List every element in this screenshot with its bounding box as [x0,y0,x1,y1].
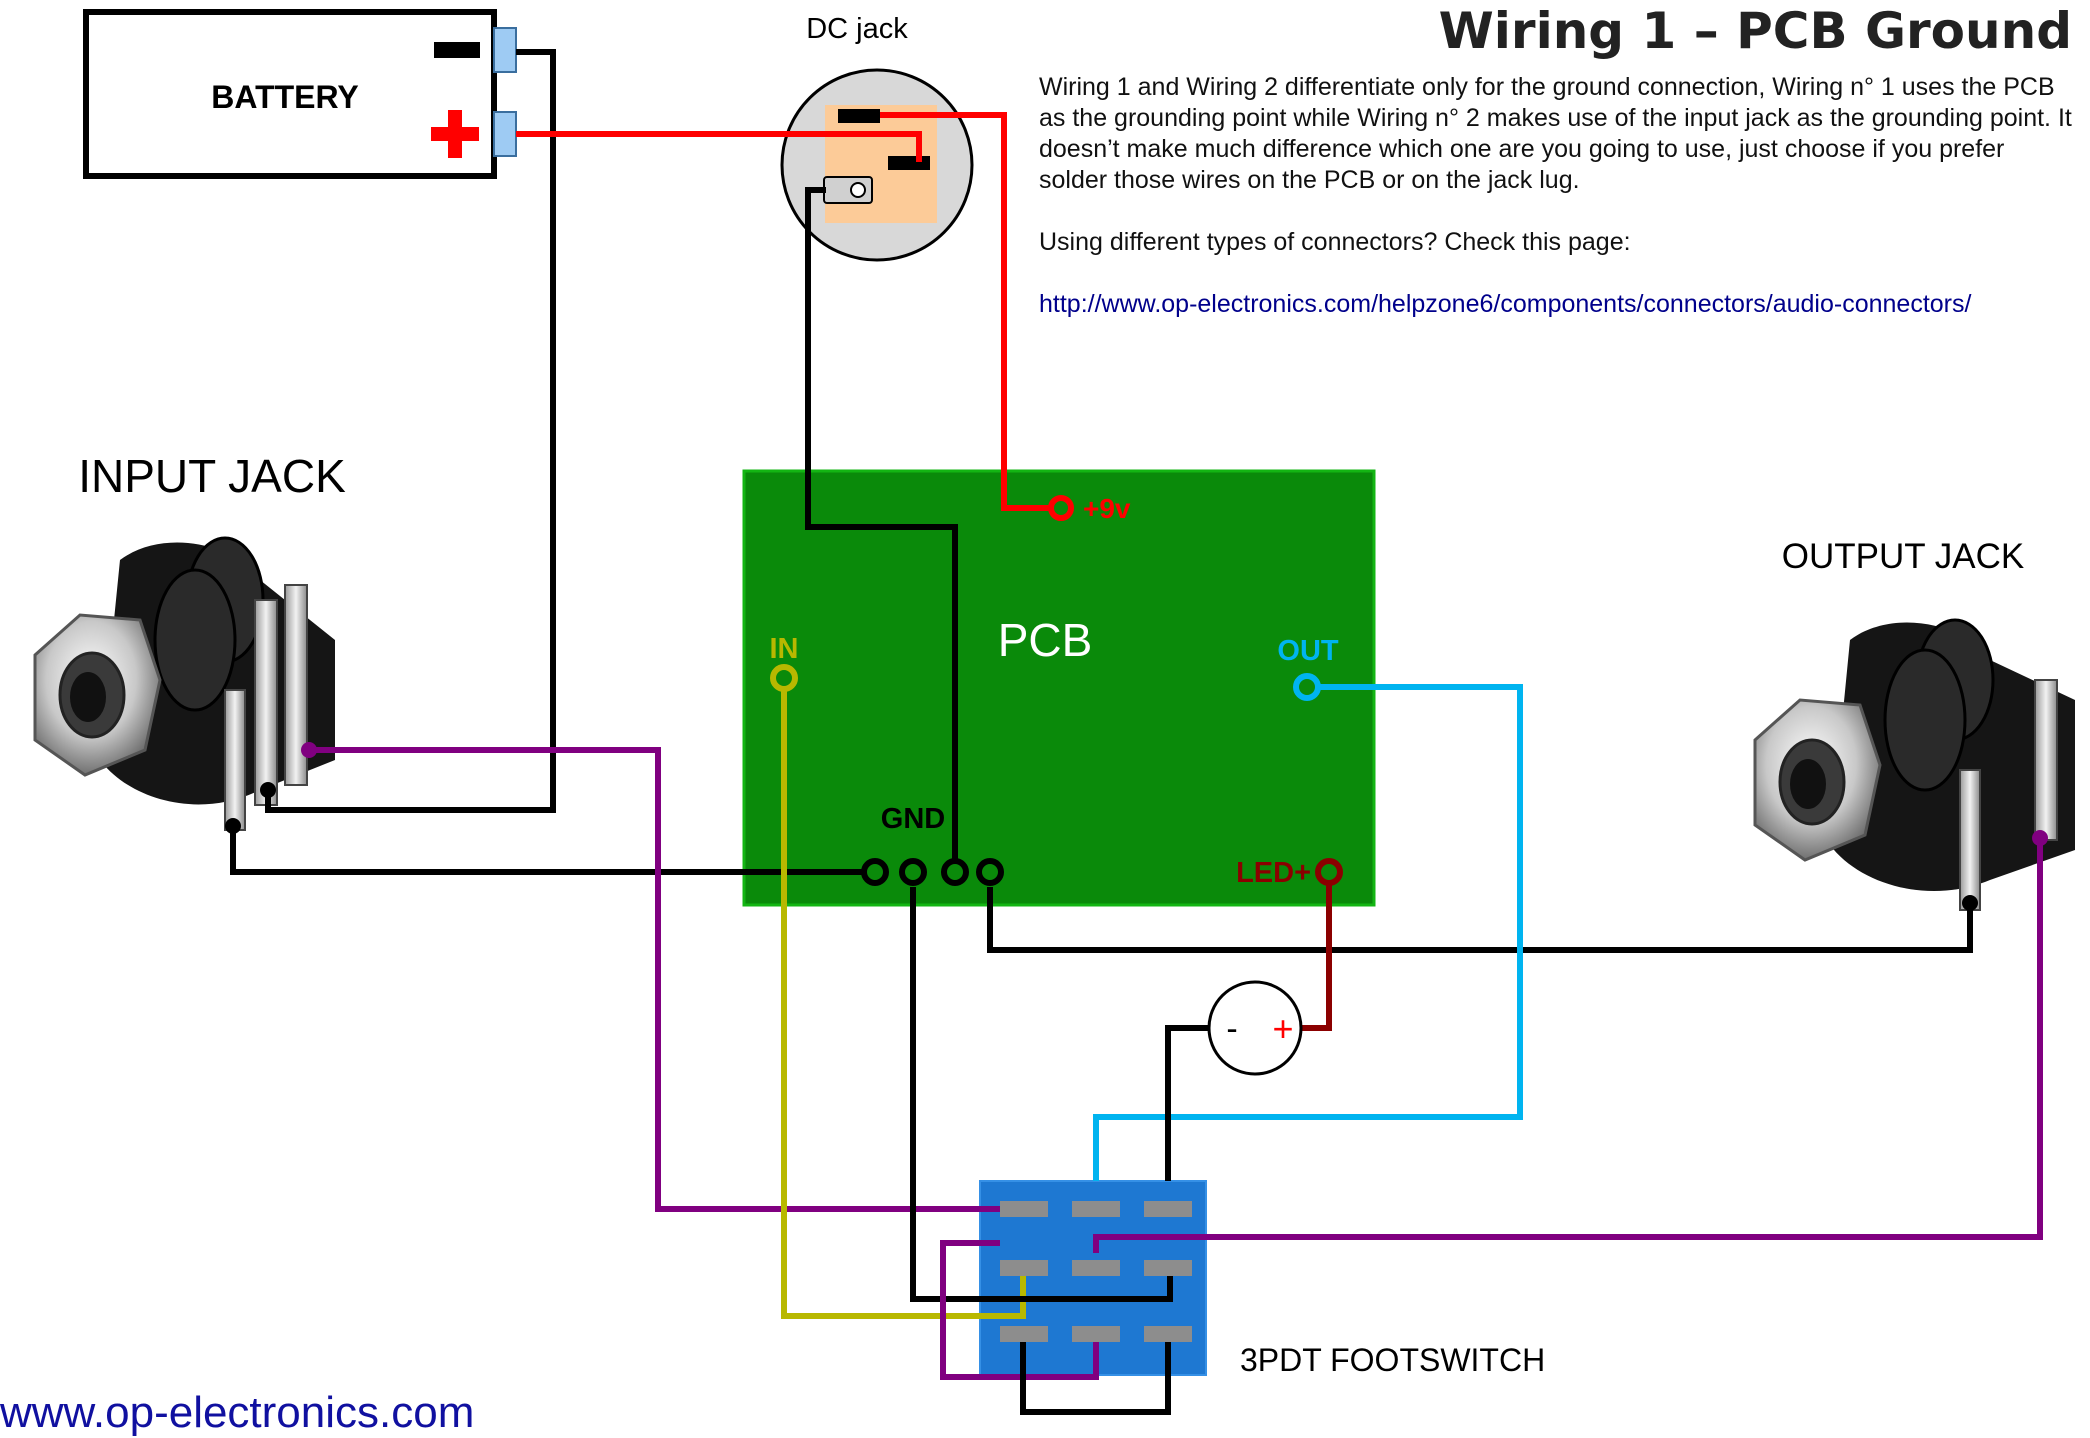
dc-jack-pin [888,156,930,170]
led: - + [1207,980,1303,1076]
dc-jack-pin [838,109,880,123]
output-jack-label: OUTPUT JACK [1782,537,2024,576]
pcb-led-label: LED+ [1236,857,1311,889]
battery-body [83,9,497,179]
output-jack-lug [2034,679,2058,841]
input-jack-lug [284,584,308,786]
power-wire [880,112,1060,511]
description-paragraph: Wiring 1 and Wiring 2 differentiate only… [1039,73,2072,194]
power-wire [516,131,922,162]
pcb-in-label: IN [770,633,799,665]
input-signal-wire [309,747,1000,1212]
wires [230,49,2043,1415]
footswitch-lug [1072,1201,1120,1217]
pcb-pads [770,495,1343,886]
footswitch-lug [1144,1326,1192,1342]
led-plus-label: + [1272,1008,1293,1049]
footswitch-label: 3PDT FOOTSWITCH [1240,1342,1545,1378]
input-jack-sleeve-point [260,782,276,798]
output-jack-socket-hole [1790,759,1826,809]
jack-solder-points [225,742,2048,911]
input-jack: INPUT JACK [33,450,346,831]
battery-label: BATTERY [211,79,359,115]
output-jack-ring [1883,648,1967,792]
input-jack-ring [153,568,237,712]
website-footer[interactable]: www.op-electronics.com [0,1388,475,1437]
input-jack-lug [224,689,246,831]
dc-jack-label: DC jack [806,13,908,45]
pcb-9v-label: +9v [1083,493,1131,524]
pcb: PCB IN OUT GND +9v LED+ [742,469,1376,907]
pcb-gnd-pad [976,858,1004,886]
input-jack-sleeve-point [225,818,241,834]
pcb-out-pad [1293,673,1321,701]
description: Wiring 1 and Wiring 2 differentiate only… [1039,72,2079,351]
footswitch: 3PDT FOOTSWITCH [979,1180,1545,1378]
footswitch-lug [1072,1326,1120,1342]
pcb-gnd-pad [941,858,969,886]
output-wire [1093,684,1523,1181]
footswitch-lugs [1000,1201,1192,1342]
output-jack-tip-point [2032,830,2048,846]
footswitch-lug [1144,1260,1192,1276]
footswitch-lug [1000,1260,1048,1276]
pcb-in-pad [770,664,798,692]
led-minus-label: - [1226,1010,1237,1048]
pcb-gnd-pad [861,858,889,886]
input-jack-socket-hole [70,672,106,722]
led-ground-wire [1165,1025,1212,1181]
footswitch-lug [1072,1260,1120,1276]
description-paragraph: Using different types of connectors? Che… [1039,228,1631,256]
battery-negative-terminal [493,27,517,73]
battery-positive-terminal [493,111,517,157]
battery: BATTERY [83,9,517,179]
pcb-9v-pad [1048,495,1074,521]
ground-wire [805,187,958,872]
pcb-out-label: OUT [1277,635,1339,667]
output-jack-sleeve-point [1962,895,1978,911]
dc-jack-lug-hole [850,182,866,198]
ground-jumper-wire [1020,1340,1171,1415]
pcb-gnd-pad [899,858,927,886]
ground-wire [910,887,1173,1302]
input-jack-lug [254,599,278,806]
pcb-board [742,469,1376,907]
footswitch-lug [1000,1326,1048,1342]
pcb-label: PCB [998,614,1093,666]
pcb-gnd-label: GND [881,803,945,835]
output-jack: OUTPUT JACK [1753,537,2075,911]
led-wire [1298,872,1332,1031]
input-jack-label: INPUT JACK [78,450,346,502]
battery-plus-icon [448,110,462,158]
led-body [1207,980,1303,1076]
pcb-led-pad [1315,858,1343,886]
footswitch-lug [1000,1201,1048,1217]
input-jack-tip-point [301,742,317,758]
jack-signal-wire [940,1240,1099,1380]
output-jack-lug [1959,769,1981,911]
output-signal-wire [1093,840,2043,1253]
battery-minus-icon [434,42,480,58]
ground-wire [265,49,556,813]
connectors-link[interactable]: http://www.op-electronics.com/helpzone6/… [1039,290,1972,318]
page-title: Wiring 1 – PCB Ground [1438,2,2072,60]
ground-wire [987,887,1973,953]
footswitch-lug [1144,1201,1192,1217]
